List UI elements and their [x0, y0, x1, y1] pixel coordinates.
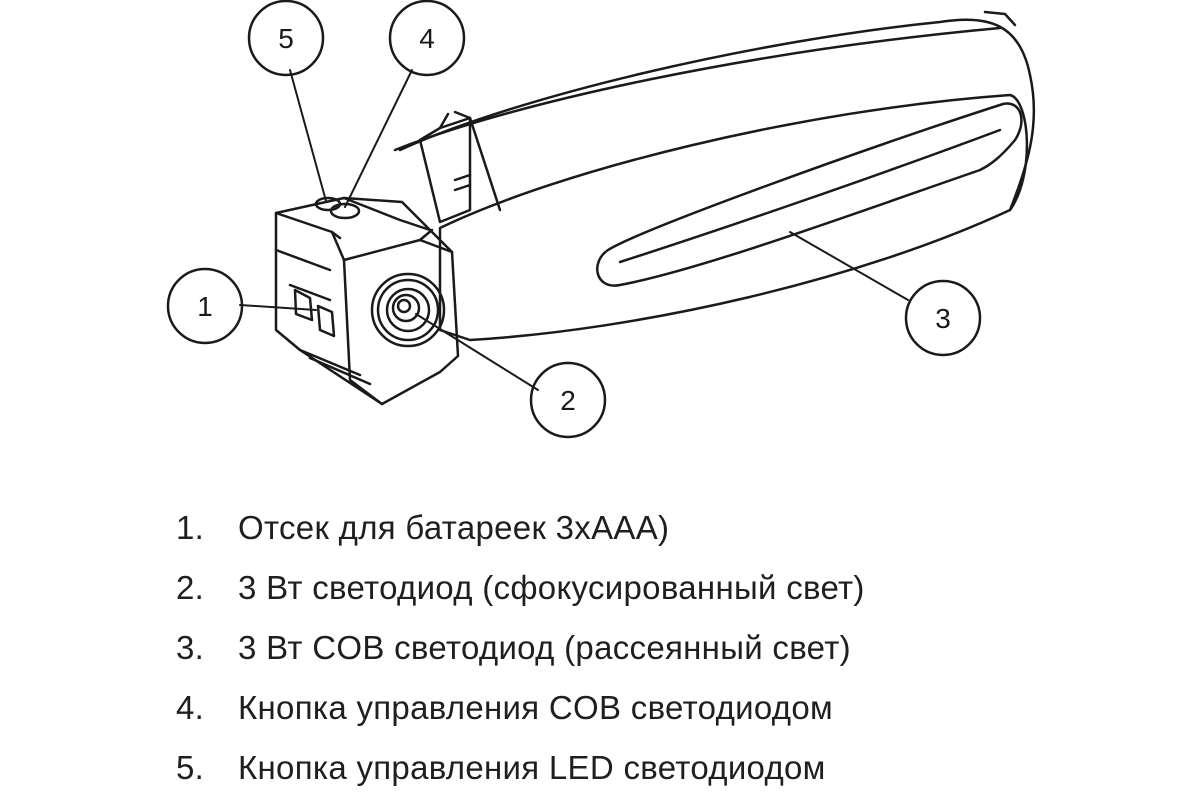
- legend-item: 2. 3 Вт светодиод (сфокусированный свет): [176, 558, 865, 618]
- callout-3: 3: [904, 279, 982, 357]
- callout-4-number: 4: [419, 23, 435, 54]
- focused-led-lens: [370, 272, 446, 348]
- callout-1-number: 1: [197, 291, 213, 322]
- callout-5-number: 5: [278, 23, 294, 54]
- headlamp-diagram: 1 2 3 4 5: [166, 0, 1036, 439]
- lamp-housing: [274, 196, 460, 406]
- legend-item: 4. Кнопка управления COB светодиодом: [176, 678, 865, 738]
- legend-item-text: 3 Вт COB светодиод (рассеянный свет): [238, 629, 851, 666]
- legend-item-number: 5.: [176, 749, 205, 786]
- legend-list: 1. Отсек для батареек 3хААА) 2. 3 Вт све…: [176, 498, 865, 798]
- legend-item-text: Отсек для батареек 3хААА): [238, 509, 670, 546]
- legend-item: 3. 3 Вт COB светодиод (рассеянный свет): [176, 618, 865, 678]
- callout-1: 1: [166, 267, 244, 345]
- legend-item-number: 1.: [176, 509, 205, 546]
- legend-item: 5. Кнопка управления LED светодиодом: [176, 738, 865, 798]
- legend-item: 1. Отсек для батареек 3хААА): [176, 498, 865, 558]
- legend-item-text: 3 Вт светодиод (сфокусированный свет): [238, 569, 865, 606]
- leader-lines: [239, 69, 909, 391]
- callout-5: 5: [247, 0, 325, 77]
- legend-item-text: Кнопка управления LED светодиодом: [238, 749, 826, 786]
- headband-strap: [393, 10, 1036, 342]
- callout-4: 4: [388, 0, 466, 77]
- callout-2-number: 2: [560, 385, 576, 416]
- legend-item-number: 3.: [176, 629, 205, 666]
- cob-led-strip: [596, 102, 1023, 287]
- legend-item-text: Кнопка управления COB светодиодом: [238, 689, 833, 726]
- callout-3-number: 3: [935, 303, 951, 334]
- legend-item-number: 2.: [176, 569, 205, 606]
- callout-2: 2: [529, 361, 607, 439]
- legend-item-number: 4.: [176, 689, 205, 726]
